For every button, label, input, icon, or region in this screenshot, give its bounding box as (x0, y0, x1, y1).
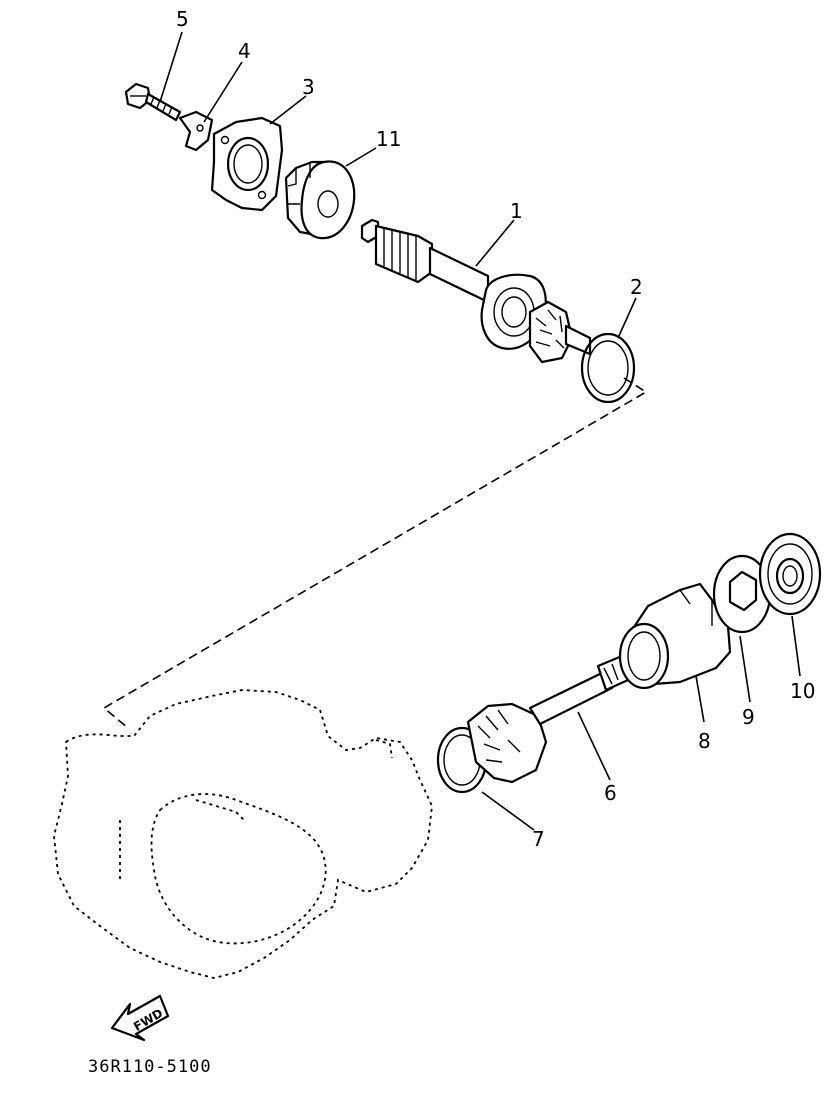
part-3-plate (210, 116, 284, 212)
label-part-8: 8 (698, 729, 711, 753)
label-part-10: 10 (790, 679, 815, 703)
leader-lines (159, 31, 801, 831)
label-part-9: 9 (742, 705, 755, 729)
part-number-labels: 5 4 3 11 1 2 10 9 8 6 7 (176, 7, 815, 851)
part-8-sleeve (618, 582, 732, 690)
assembly-line (102, 377, 648, 729)
label-part-4: 4 (238, 39, 251, 63)
fwd-arrow-icon: FWD (110, 994, 170, 1042)
label-part-5: 5 (176, 7, 189, 31)
part-10-bearing (758, 532, 822, 616)
label-part-1: 1 (510, 199, 523, 223)
part-5-bolt (124, 82, 182, 122)
part-2-ring (580, 332, 636, 404)
label-part-6: 6 (604, 781, 617, 805)
part-6-shaft (466, 654, 630, 784)
engine-case-outline (53, 689, 433, 979)
diagram-code: 36R110-5100 (88, 1057, 212, 1077)
label-part-7: 7 (532, 827, 545, 851)
label-part-3: 3 (302, 75, 315, 99)
part-1-shaft (360, 218, 592, 364)
label-part-11: 11 (376, 127, 401, 151)
label-part-2: 2 (630, 275, 643, 299)
part-11-collar (284, 160, 356, 240)
